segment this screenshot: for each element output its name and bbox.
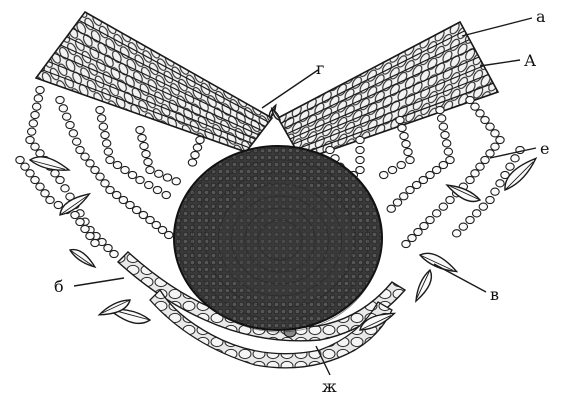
right-leaf-wing <box>278 22 498 160</box>
label-v: в <box>490 285 499 304</box>
label-b: б <box>54 277 64 296</box>
central-vein <box>174 146 382 332</box>
label-a: а <box>536 7 546 26</box>
label-zh: ж <box>322 377 337 396</box>
label-A: А <box>524 51 536 70</box>
label-g: г <box>316 59 324 78</box>
label-e: е <box>540 139 549 158</box>
